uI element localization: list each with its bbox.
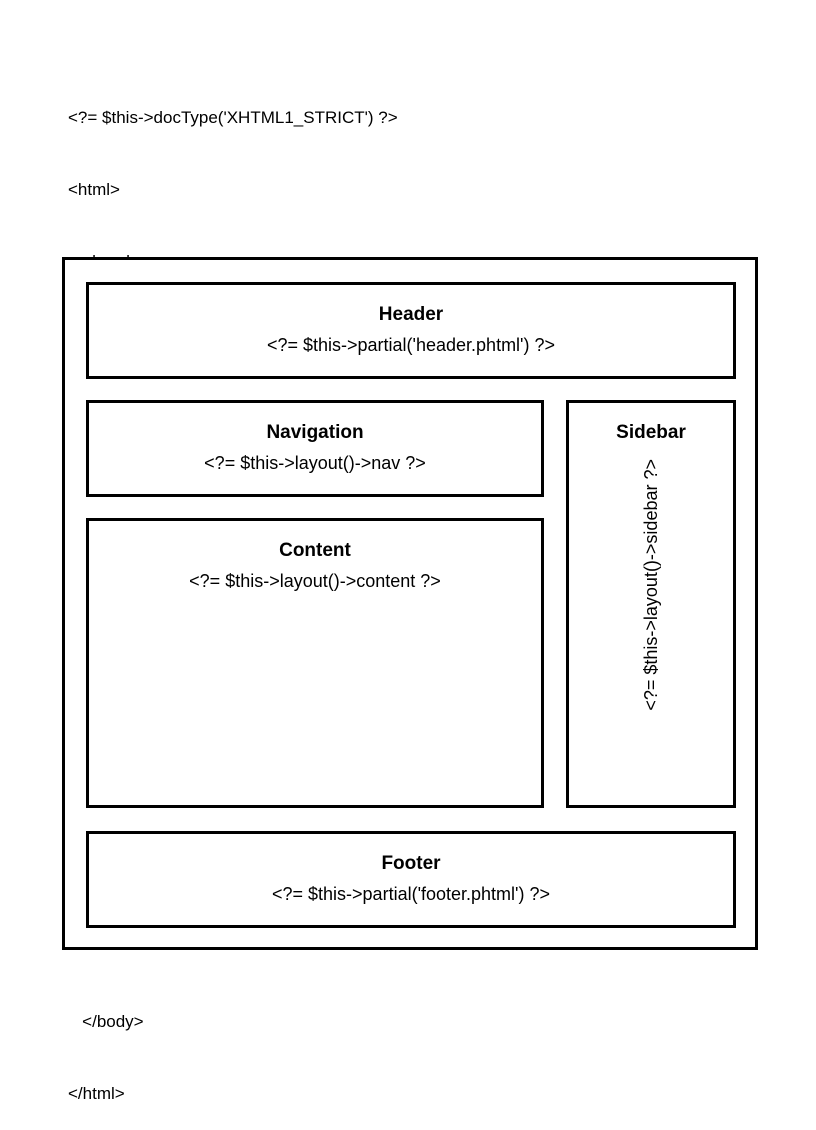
code-line-body-close: </body> (68, 1012, 144, 1031)
layout-body-frame: Header <?= $this->partial('header.phtml'… (62, 257, 758, 950)
region-sidebar-title: Sidebar (616, 422, 686, 443)
region-sidebar-code: <?= $this->layout()->sidebar ?> (641, 459, 661, 711)
code-line-html-close: </html> (68, 1084, 125, 1103)
region-footer-title: Footer (381, 853, 441, 874)
region-sidebar-code-wrap: <?= $this->layout()->sidebar ?> (569, 459, 733, 801)
code-line-html-open: <html> (68, 180, 120, 199)
region-header-title: Header (378, 304, 444, 325)
region-navigation: Navigation <?= $this->layout()->nav ?> (86, 400, 544, 497)
region-content: Content <?= $this->layout()->content ?> (86, 518, 544, 808)
region-footer-code: <?= $this->partial('footer.phtml') ?> (271, 884, 551, 904)
region-navigation-code: <?= $this->layout()->nav ?> (204, 453, 426, 473)
region-content-code: <?= $this->layout()->content ?> (189, 571, 441, 591)
region-footer: Footer <?= $this->partial('footer.phtml'… (86, 831, 736, 928)
region-navigation-title: Navigation (266, 422, 364, 443)
region-header-code: <?= $this->partial('header.phtml') ?> (266, 335, 556, 355)
region-sidebar: Sidebar <?= $this->layout()->sidebar ?> (566, 400, 736, 808)
region-header: Header <?= $this->partial('header.phtml'… (86, 282, 736, 379)
code-block-bottom: </body> </html> (68, 962, 144, 1130)
region-content-title: Content (279, 540, 351, 561)
code-line-doctype: <?= $this->docType('XHTML1_STRICT') ?> (68, 108, 398, 127)
